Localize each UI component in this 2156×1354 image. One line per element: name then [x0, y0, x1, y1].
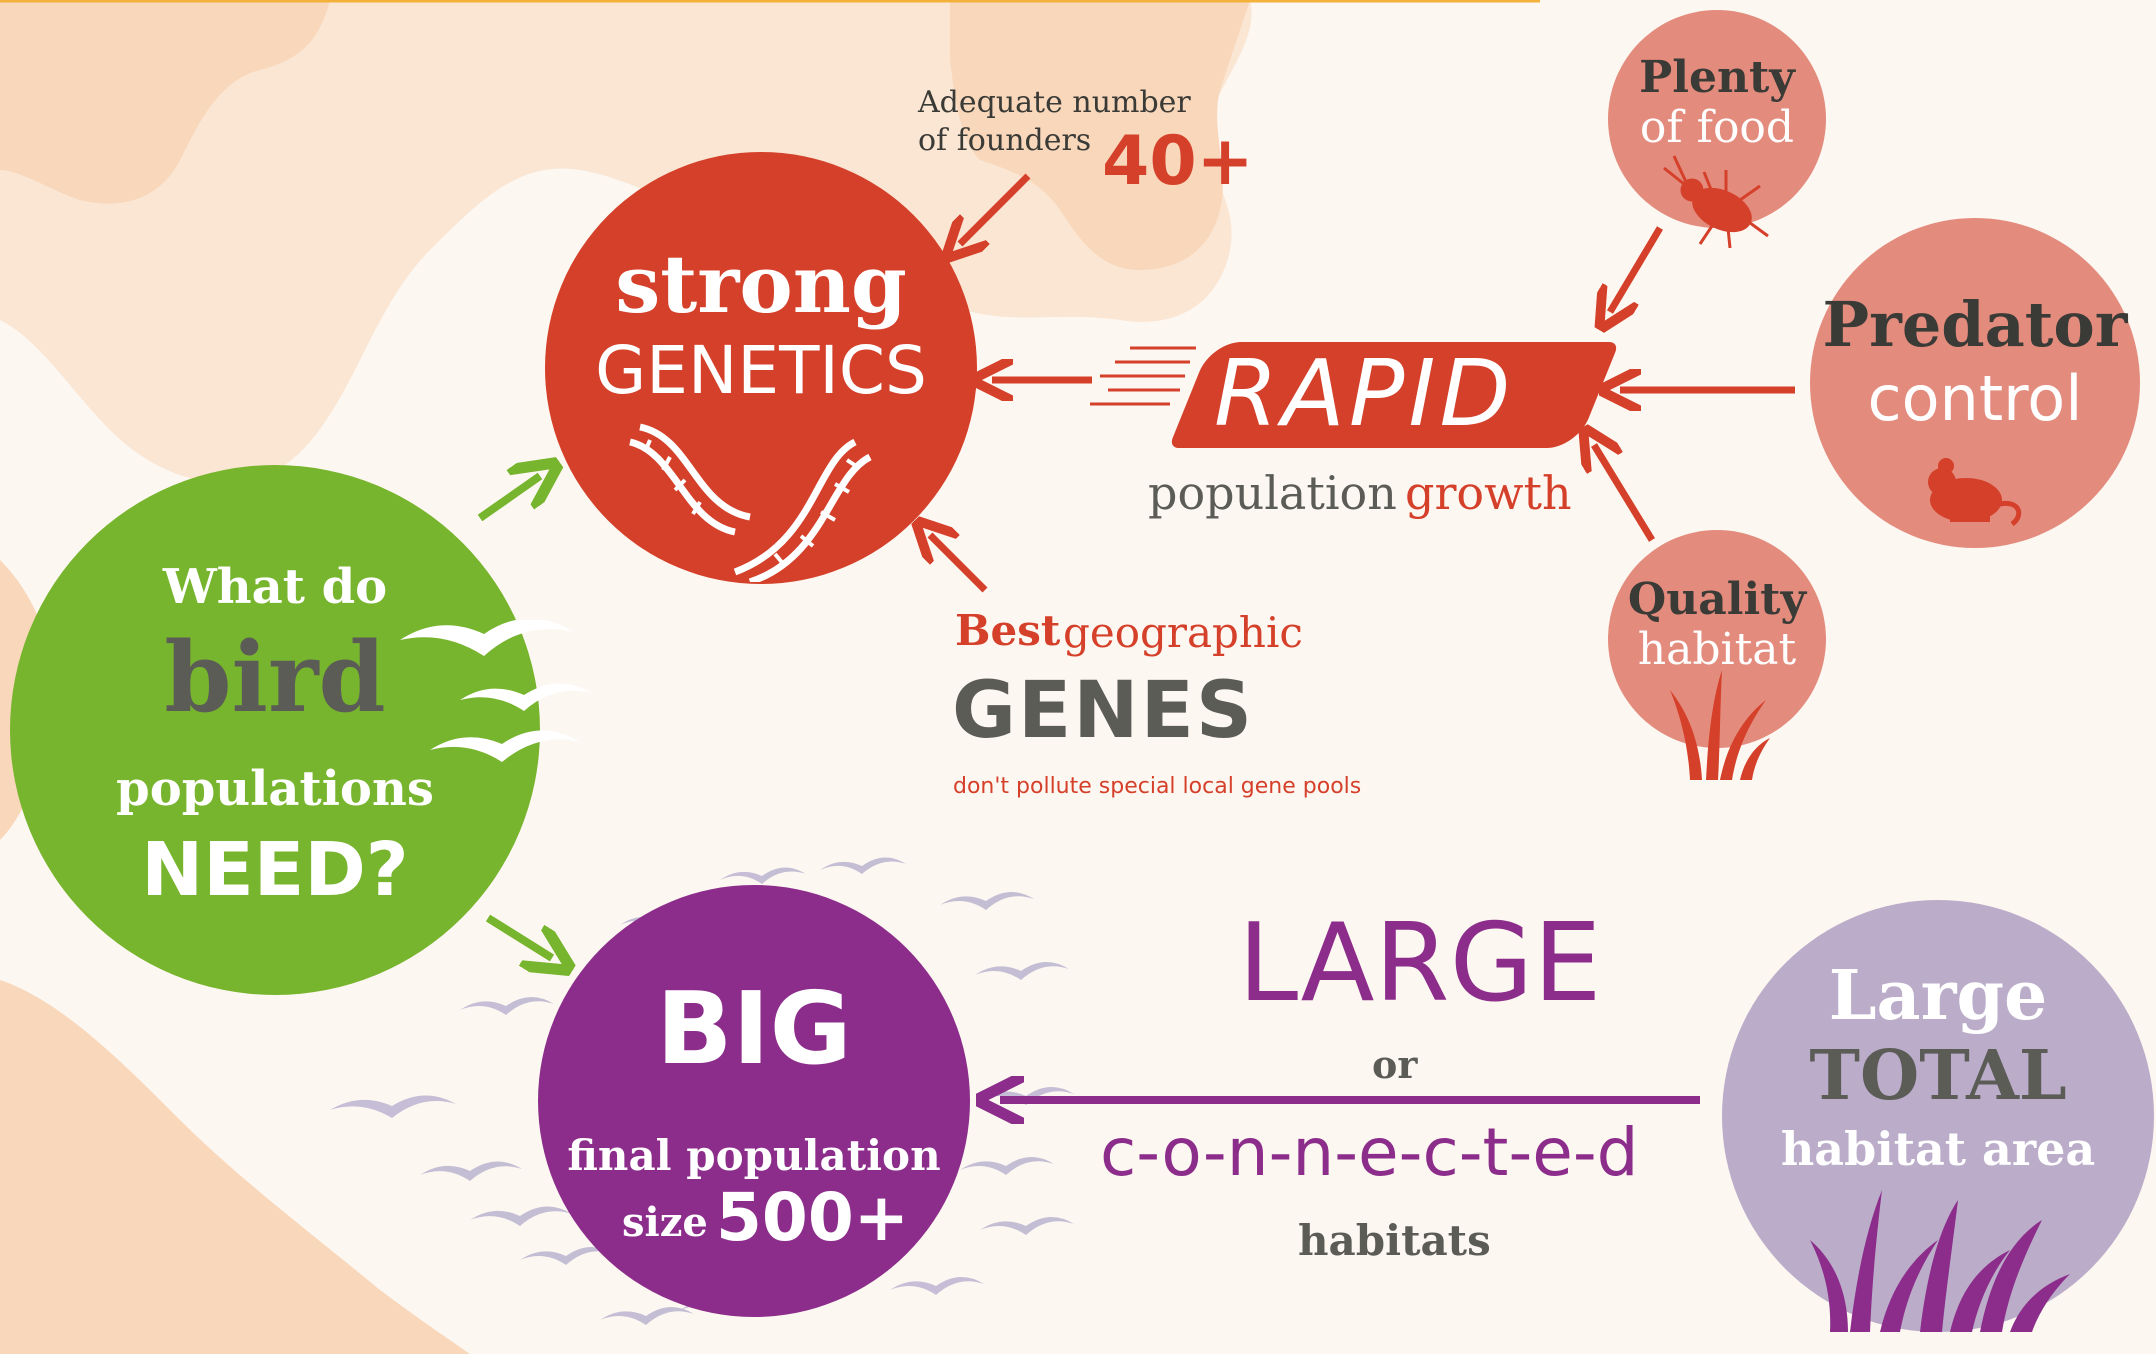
connection-habitats: habitats: [1298, 1216, 1491, 1265]
founders-line1: Adequate number: [918, 85, 1191, 120]
grass-icon: [1670, 670, 1770, 780]
center-line2: bird: [164, 621, 386, 734]
food-line1: Plenty: [1639, 52, 1795, 103]
center-line1: What do: [162, 559, 388, 615]
geographic-word: geographic: [1063, 608, 1303, 657]
arrow-food: [1610, 226, 1664, 312]
mouse-icon: [1928, 458, 2022, 527]
map-landmass-upper: [950, 0, 1250, 270]
rapid-title: RAPID: [1214, 340, 1515, 447]
rapid-growth: growth: [1405, 466, 1572, 520]
central-question-circle: What do bird populations NEED?: [10, 465, 540, 995]
plenty-of-food-circle: Plenty of food: [1608, 10, 1826, 248]
habitat-line1: Quality: [1627, 574, 1807, 625]
connection-connected: c-o-n-n-e-c-t-e-d: [1100, 1114, 1639, 1191]
total-line1: Large: [1828, 956, 2048, 1036]
grass-icon: [1810, 1190, 2070, 1332]
geographic-best: Best: [955, 606, 1061, 655]
map-landmass-left: [0, 0, 330, 204]
big-size-label: size: [622, 1199, 708, 1246]
map-landmass-top: [0, 0, 1252, 483]
map-landmass-bottom: [0, 980, 470, 1354]
strong-genetics-circle: strong GENETICS: [545, 152, 977, 584]
beetle-icon: [1663, 155, 1769, 248]
geographic-note: don't pollute special local gene pools: [953, 774, 1362, 799]
connection-or: or: [1372, 1042, 1418, 1087]
bird-flock-icon: [400, 620, 592, 762]
total-habitat-circle: Large TOTAL habitat area: [1722, 900, 2154, 1332]
genetics-line1: strong: [615, 237, 907, 331]
predator-control-circle: Predator control: [1810, 218, 2140, 548]
founders-count: 40+: [1102, 122, 1254, 201]
arrow-habitat: [1594, 445, 1655, 542]
quality-habitat-circle: Quality habitat: [1608, 530, 1826, 780]
geographic-genes: GENES: [952, 666, 1255, 756]
connection-large: LARGE: [1238, 901, 1602, 1026]
arrow-genes: [930, 535, 988, 593]
genetics-line2: GENETICS: [595, 332, 927, 409]
arrow-to-big: [485, 914, 552, 958]
arrow-founders: [960, 173, 1031, 244]
rapid-population: population: [1148, 466, 1397, 520]
big-line1: final population: [567, 1131, 941, 1180]
dna-icon: [629, 423, 872, 582]
arrow-to-genetics: [477, 476, 540, 522]
predator-line1: Predator: [1822, 288, 2128, 361]
big-size-value: 500+: [716, 1179, 910, 1256]
total-line2: TOTAL: [1809, 1036, 2067, 1116]
predator-line2: control: [1867, 362, 2083, 435]
habitat-line2: habitat: [1637, 624, 1797, 675]
total-line3: habitat area: [1780, 1122, 2096, 1176]
center-line4: NEED?: [141, 827, 409, 913]
speed-lines-icon: [1090, 346, 1196, 406]
center-line3: populations: [116, 761, 434, 817]
big-title: BIG: [656, 970, 852, 1087]
founders-line2: of founders: [918, 123, 1092, 158]
food-line2: of food: [1639, 102, 1795, 153]
big-population-circle: BIG final population size 500+: [538, 885, 970, 1317]
